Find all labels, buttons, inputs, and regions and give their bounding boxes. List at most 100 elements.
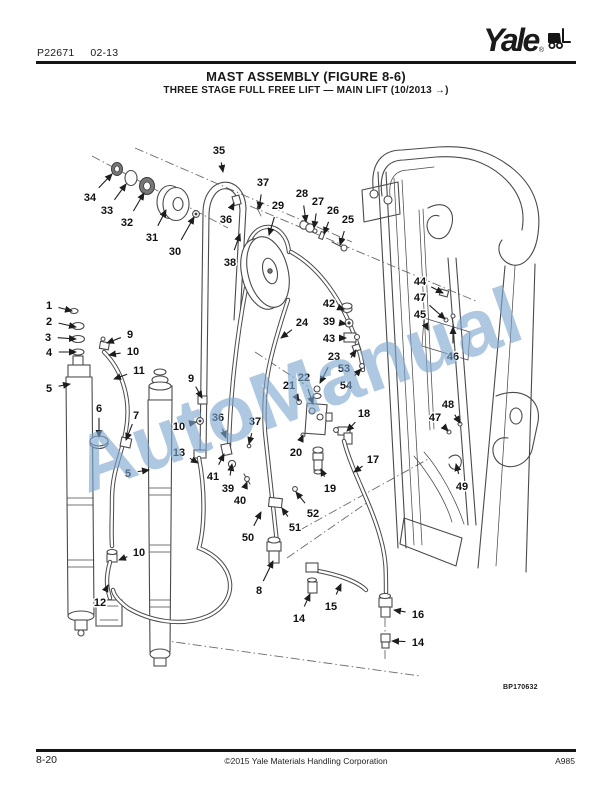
callout-37: 37 [247,414,263,445]
footer-rule [36,749,576,752]
svg-text:4: 4 [46,347,53,359]
svg-text:53: 53 [338,363,350,375]
svg-text:5: 5 [125,468,131,480]
callout-26: 26 [323,203,341,235]
footer-doc-code: A985 [555,756,575,766]
svg-text:31: 31 [146,232,158,244]
callout-4: 4 [44,345,77,360]
svg-text:23: 23 [328,351,340,363]
svg-text:9: 9 [127,329,133,341]
svg-text:51: 51 [289,522,301,534]
svg-text:13: 13 [173,447,185,459]
svg-text:6: 6 [96,403,102,415]
callout-21: 21 [281,378,300,402]
callout-46: 46 [445,326,461,364]
header-rule [36,61,576,64]
svg-text:22: 22 [298,372,310,384]
svg-text:47: 47 [429,412,441,424]
page-title: MAST ASSEMBLY (FIGURE 8-6) [206,69,406,84]
svg-text:45: 45 [414,309,426,321]
cap-and-fitting [89,435,133,450]
svg-text:19: 19 [324,483,336,495]
svg-text:40: 40 [234,495,246,507]
svg-text:10: 10 [127,346,139,358]
callout-14: 14 [291,593,311,626]
callout-36: 36 [210,410,227,439]
callout-3: 3 [43,330,77,345]
callout-53: 53 [336,349,357,376]
svg-text:2: 2 [46,316,52,328]
svg-text:8: 8 [256,585,262,597]
callout-48: 48 [440,397,461,424]
callout-30: 30 [167,216,195,259]
callout-18: 18 [346,406,372,432]
hose-runs [95,336,252,627]
svg-text:46: 46 [447,351,459,363]
callout-8: 8 [254,560,274,598]
svg-text:30: 30 [169,246,181,258]
callout-39: 39 [220,463,236,496]
svg-text:37: 37 [249,416,261,428]
svg-text:10: 10 [173,421,185,433]
callout-49: 49 [454,463,470,494]
callout-47: 47 [412,290,446,320]
roller-parts [111,162,200,222]
svg-text:5: 5 [46,383,52,395]
pin-hardware [299,220,348,252]
callout-12: 12 [92,584,109,610]
svg-text:39: 39 [323,316,335,328]
callout-5: 5 [123,466,150,481]
svg-text:47: 47 [414,292,426,304]
registered-mark: ® [538,47,544,54]
callout-54: 54 [338,368,362,393]
valve-assembly [288,249,366,475]
lower-hoses [305,288,463,649]
callout-10: 10 [118,545,147,561]
callout-42: 42 [321,296,345,311]
doc-part-number: P22671 [37,47,75,59]
svg-text:48: 48 [442,399,454,411]
svg-text:25: 25 [342,214,354,226]
svg-text:24: 24 [296,317,309,329]
callout-52: 52 [295,491,321,521]
svg-text:54: 54 [340,380,353,392]
svg-text:38: 38 [224,257,236,269]
callout-7: 7 [125,408,141,441]
svg-text:50: 50 [242,532,254,544]
svg-text:18: 18 [358,408,370,420]
callout-15: 15 [323,583,342,614]
callout-16: 16 [393,607,426,622]
callout-50: 50 [240,511,262,545]
forklift-icon [546,26,572,55]
svg-text:7: 7 [133,410,139,422]
callout-43: 43 [321,331,347,346]
callout-layer: 1234556789101191012101314151614171819202… [43,143,470,650]
callout-1: 1 [44,298,73,313]
callout-32: 32 [119,192,145,230]
callout-2: 2 [44,314,77,329]
svg-text:16: 16 [412,609,424,621]
footer-page-number: 8-20 [36,754,58,766]
callout-9: 9 [106,327,135,344]
mast-weldment [361,146,540,573]
svg-text:29: 29 [272,200,284,212]
callout-47: 47 [427,410,449,432]
callout-37: 37 [255,175,271,210]
svg-text:14: 14 [412,637,425,649]
svg-text:28: 28 [296,188,308,200]
callout-28: 28 [294,186,310,223]
page-subtitle: THREE STAGE FULL FREE LIFT — MAIN LIFT (… [163,85,449,96]
lift-cylinder-center [147,368,173,667]
callout-19: 19 [320,468,338,496]
callout-24: 24 [280,315,310,339]
svg-text:17: 17 [367,454,379,466]
doc-date-code: 02-13 [90,47,119,59]
svg-text:11: 11 [133,365,145,377]
callout-13: 13 [171,445,199,464]
svg-text:36: 36 [212,412,224,424]
svg-text:15: 15 [325,601,337,613]
svg-text:39: 39 [222,483,234,495]
callout-14: 14 [391,635,426,650]
svg-text:34: 34 [84,192,97,204]
